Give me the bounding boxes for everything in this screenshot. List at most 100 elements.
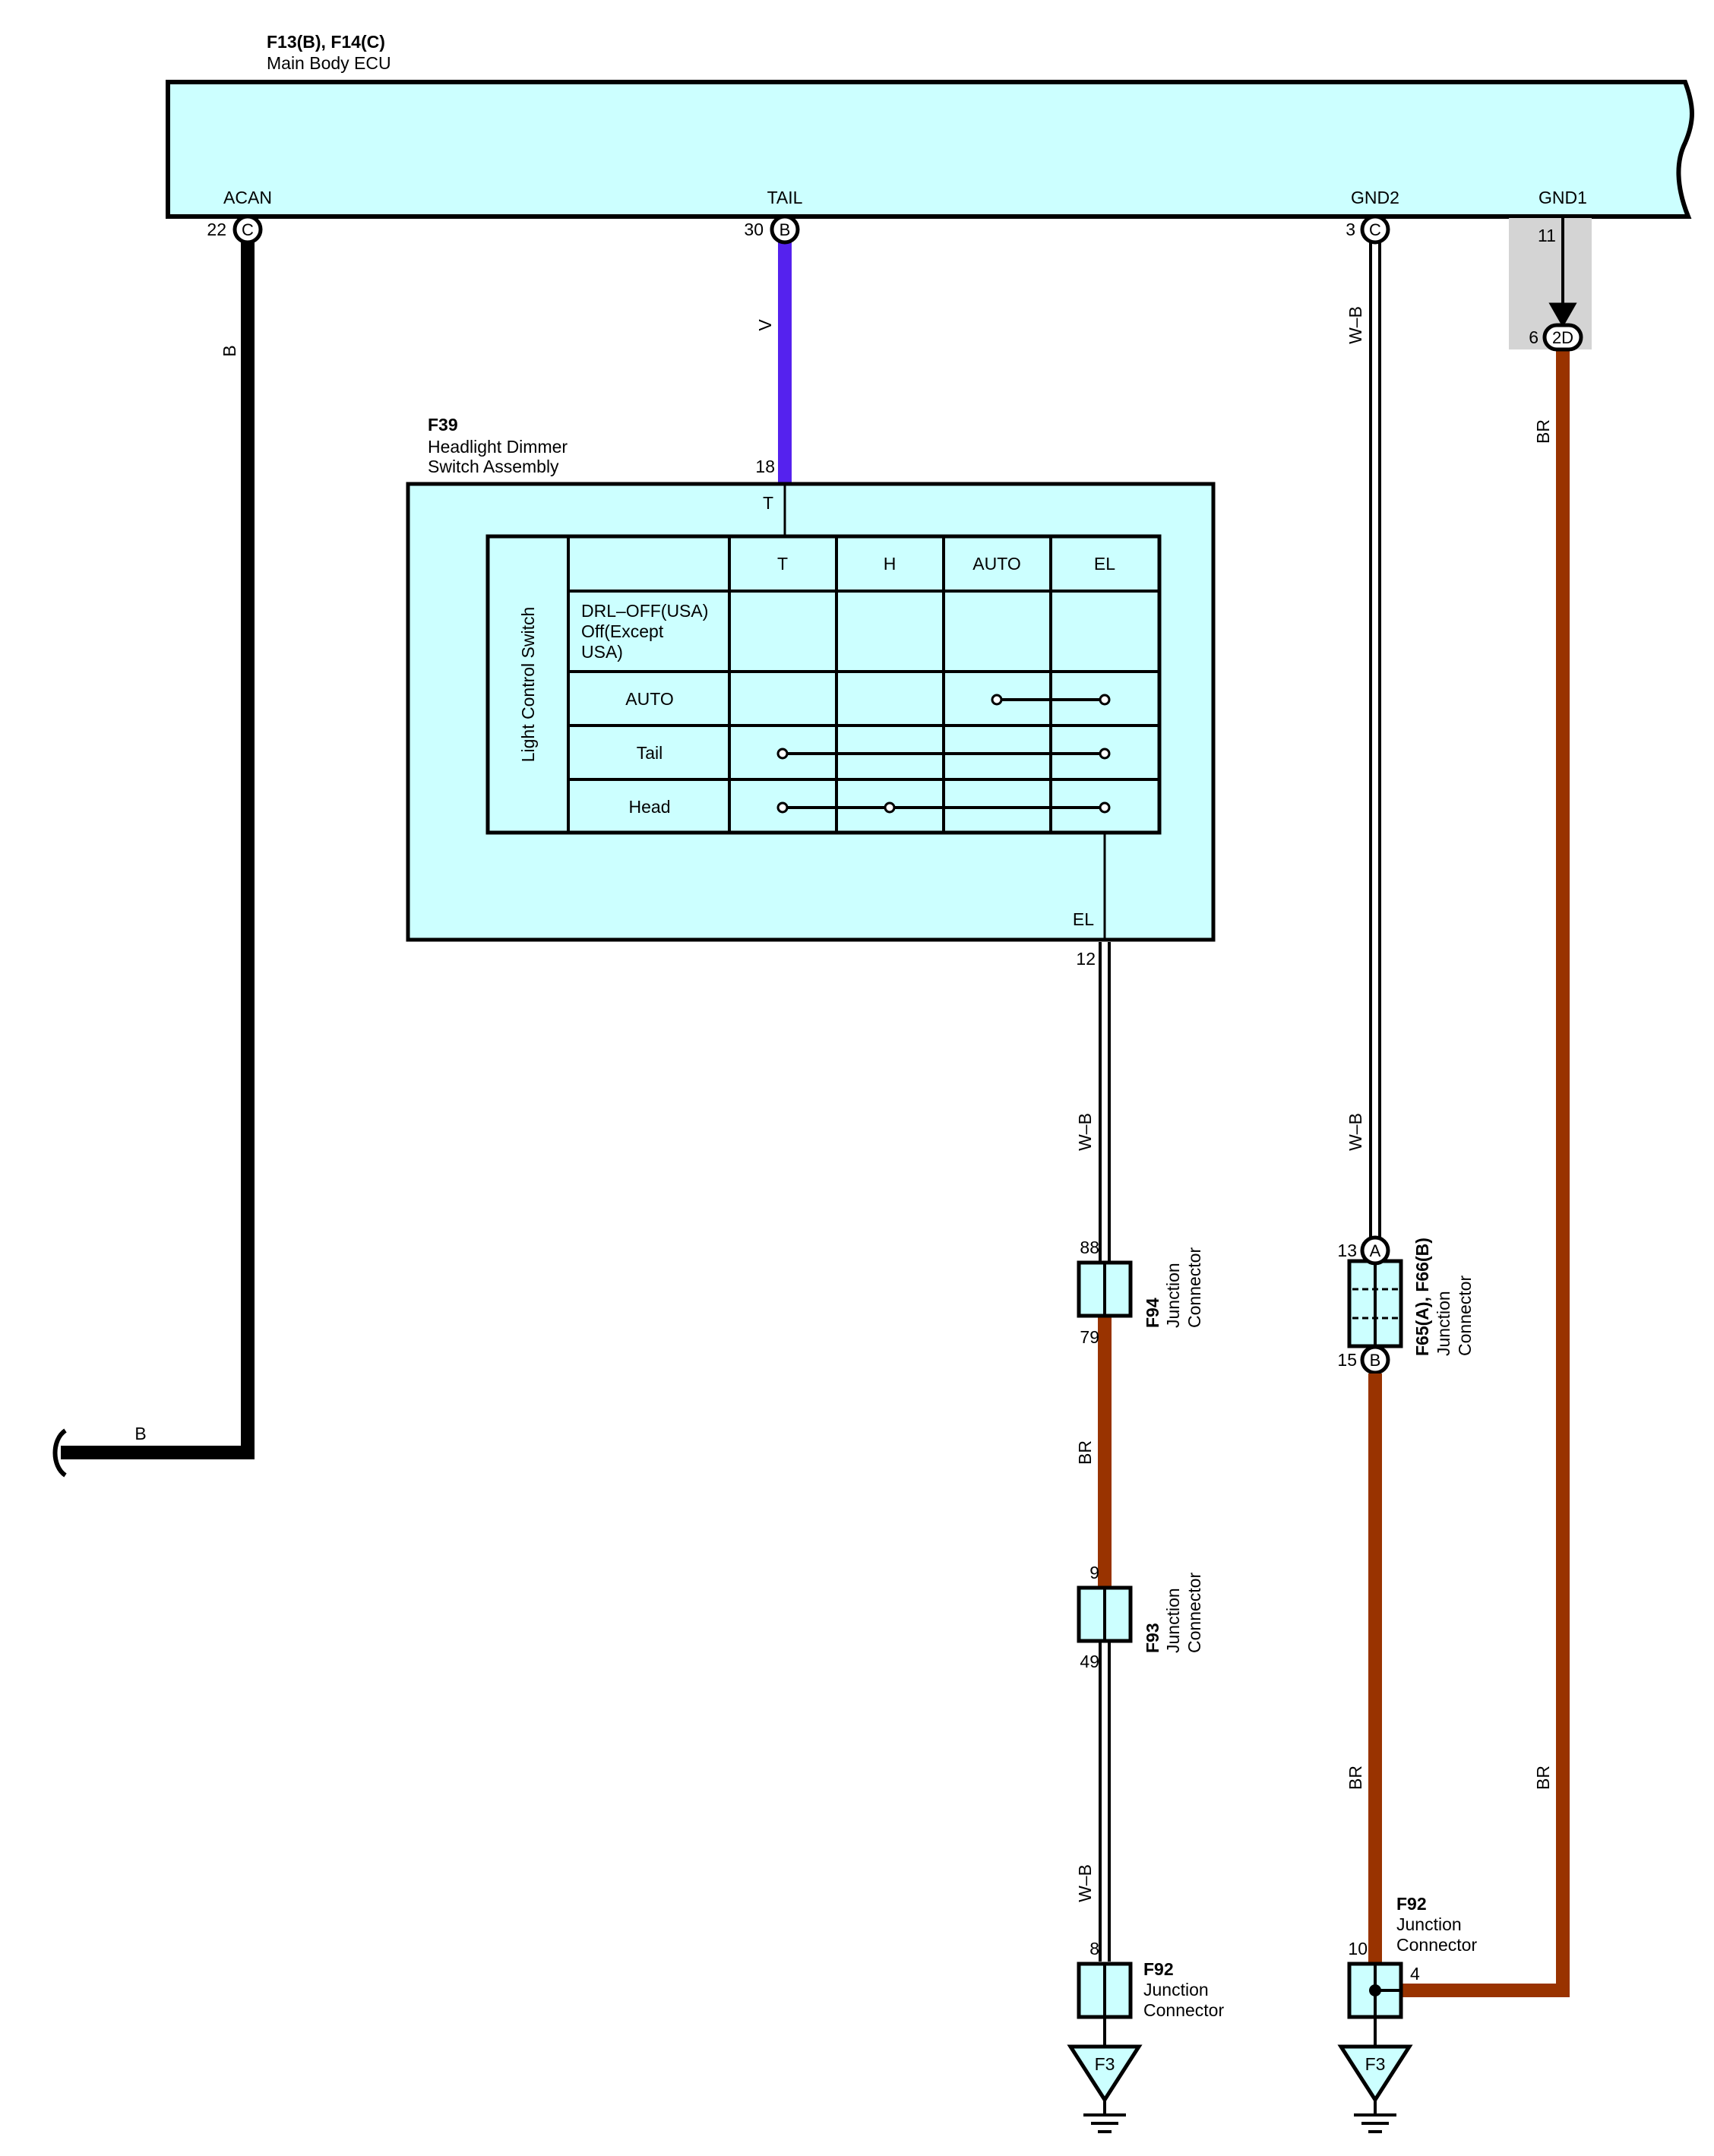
gnd2-pin-number: 3 — [1346, 220, 1355, 239]
continuity-tail-t — [776, 748, 789, 760]
el-circuit: W–B BR W–B 88 79 F94 Junction Connector … — [1067, 942, 1224, 2133]
f65-pin-b-label: B — [1370, 1351, 1381, 1370]
tail-wire-color: V — [755, 319, 775, 331]
pin-label-gnd2: GND2 — [1351, 188, 1399, 207]
ground-left-label: F3 — [1095, 2054, 1115, 2074]
table-row-tail: Tail — [637, 743, 663, 763]
switch-name-line1: Headlight Dimmer — [428, 437, 568, 457]
tail-pin-connector — [770, 214, 800, 245]
f92-left-code: F92 — [1143, 1959, 1174, 1979]
switch-name-line2: Switch Assembly — [428, 457, 559, 476]
f65-code: F65(A), F66(B) — [1412, 1238, 1432, 1356]
f92-left-label-2: Connector — [1143, 2000, 1224, 2020]
table-row-drl-line2: Off(Except — [581, 621, 664, 641]
continuity-head-el — [1099, 801, 1111, 814]
f65-pin-in: 13 — [1337, 1241, 1357, 1260]
continuity-tail-el — [1099, 748, 1111, 760]
table-col-auto: AUTO — [972, 554, 1020, 574]
ground-right-triangle — [1337, 2044, 1413, 2104]
pin-label-gnd1: GND1 — [1538, 188, 1587, 207]
gnd2-wire-color-bottom: BR — [1346, 1766, 1365, 1790]
acan-circuit: B B C 22 — [52, 214, 263, 1478]
f93-pin-in: 9 — [1089, 1563, 1099, 1582]
continuity-head-t — [776, 801, 789, 814]
tail-pin-connector-label: B — [780, 220, 791, 239]
switch-table — [485, 534, 1162, 835]
f94-pin-out: 79 — [1080, 1327, 1099, 1347]
ecu-name: Main Body ECU — [267, 53, 391, 73]
f65-label-1: Junction — [1434, 1291, 1453, 1356]
f92-right-splice-dot — [1369, 1984, 1381, 1996]
gnd2-wire-color-lower: W–B — [1346, 1113, 1365, 1151]
junction-2d — [1542, 323, 1583, 352]
el-wire-lower-color: W–B — [1075, 1864, 1095, 1902]
acan-wire-break — [52, 1428, 67, 1478]
ecu-code: F13(B), F14(C) — [267, 32, 385, 52]
f65-pin-a-connector — [1360, 1235, 1390, 1266]
table-row-head: Head — [629, 797, 671, 817]
acan-pin-number: 22 — [207, 220, 226, 239]
f92-left-pin: 8 — [1089, 1939, 1099, 1958]
gnd2-wire-color-upper: W–B — [1346, 306, 1365, 344]
gnd2-circuit: W–B W–B C 3 A 13 B 15 F65(A), F66(B) Jun… — [1337, 214, 1475, 1964]
table-title: Light Control Switch — [518, 607, 538, 763]
f93-pin-out: 49 — [1080, 1652, 1099, 1671]
table-row-auto: AUTO — [625, 689, 673, 709]
junction-2d-label: 2D — [1552, 328, 1573, 347]
f65-pin-a-label: A — [1370, 1241, 1381, 1260]
ground-right-label: F3 — [1365, 2054, 1386, 2074]
gnd1-circuit: 11 2D 6 BR BR — [1402, 218, 1583, 1997]
f92-right-group: 10 4 F92 Junction Connector F3 — [1337, 1894, 1477, 2133]
gnd1-pin-number: 11 — [1538, 226, 1556, 245]
f93-label-2: Connector — [1184, 1573, 1204, 1653]
gnd1-wire-color-lower: BR — [1533, 1766, 1553, 1790]
continuity-auto-auto — [991, 694, 1003, 706]
continuity-head-h — [884, 801, 896, 814]
ecu-body — [166, 80, 1694, 219]
f92-right-pin-right: 4 — [1410, 1964, 1420, 1984]
f94-code: F94 — [1143, 1298, 1162, 1328]
acan-pin-connector-label: C — [242, 220, 254, 239]
acan-wire-color-h: B — [134, 1424, 146, 1443]
gnd2-pin-connector — [1360, 214, 1390, 245]
f94-label-2: Connector — [1184, 1247, 1204, 1328]
continuity-auto-el — [1099, 694, 1111, 706]
f93-label-1: Junction — [1163, 1588, 1183, 1653]
el-wire-middle-color: BR — [1075, 1440, 1095, 1465]
gnd1-arrow — [1548, 302, 1577, 328]
f65-pin-out: 15 — [1337, 1350, 1357, 1370]
switch-pin-el-number: 12 — [1076, 949, 1096, 969]
el-wire-upper-color: W–B — [1075, 1113, 1095, 1151]
table-row-drl-line3: USA) — [581, 642, 623, 662]
f92-right-label-1: Junction — [1396, 1914, 1462, 1934]
pin-label-tail: TAIL — [767, 188, 803, 207]
switch-pin-t-label: T — [763, 493, 773, 513]
table-row-drl-line1: DRL–OFF(USA) — [581, 601, 708, 621]
f93-code: F93 — [1143, 1623, 1162, 1653]
switch-pin-t-number: 18 — [755, 457, 775, 476]
table-col-t: T — [777, 554, 788, 574]
switch-pin-el-label: EL — [1073, 909, 1094, 929]
acan-wire-color-v: B — [220, 345, 239, 356]
ground-left-triangle — [1067, 2044, 1143, 2104]
headlight-dimmer-switch: F39 Headlight Dimmer Switch Assembly 18 … — [406, 415, 1216, 969]
f92-right-pin-left: 10 — [1348, 1939, 1368, 1958]
f94-label-1: Junction — [1163, 1263, 1183, 1328]
f92-right-code: F92 — [1396, 1894, 1427, 1914]
pin-label-acan: ACAN — [223, 188, 272, 207]
table-col-el: EL — [1094, 554, 1115, 574]
f65-label-2: Connector — [1455, 1276, 1475, 1356]
switch-code: F39 — [428, 415, 458, 435]
table-col-h: H — [884, 554, 897, 574]
acan-pin-connector — [232, 214, 263, 245]
f94-pin-in: 88 — [1080, 1238, 1099, 1257]
f92-left-label-1: Junction — [1143, 1980, 1209, 2000]
junction-2d-number: 6 — [1529, 327, 1538, 347]
acan-wire — [61, 228, 255, 1459]
gnd1-wire-color-upper: BR — [1533, 419, 1553, 444]
main-body-ecu: F13(B), F14(C) Main Body ECU ACAN TAIL G… — [166, 32, 1694, 219]
gnd2-pin-connector-label: C — [1369, 220, 1381, 239]
tail-circuit: V B 30 — [744, 214, 800, 484]
f92-right-label-2: Connector — [1396, 1935, 1477, 1955]
